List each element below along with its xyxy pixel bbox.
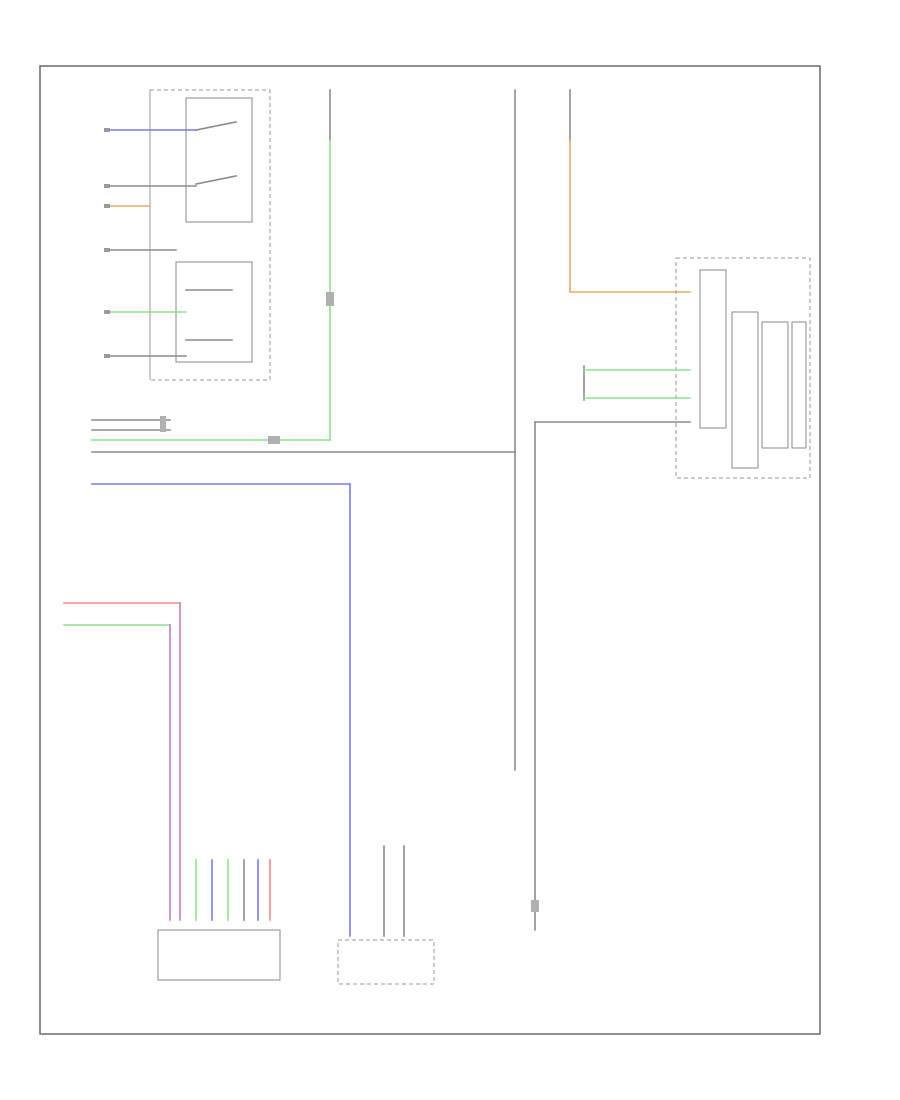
terminal-pin <box>104 184 110 188</box>
switch-contact-1 <box>195 121 237 131</box>
upper-relay-block <box>185 97 253 223</box>
terminal-pin <box>104 128 110 132</box>
control-module-inner-3 <box>761 321 789 449</box>
terminal-pin <box>104 310 110 314</box>
right-control-module <box>534 257 811 931</box>
switch-contact-2 <box>195 175 237 185</box>
control-module-inner-1 <box>699 269 727 429</box>
ground-connector <box>531 900 539 912</box>
control-module-outline <box>675 257 811 479</box>
lower-right-chain <box>514 451 539 912</box>
switch-assembly-outline <box>149 89 271 381</box>
inline-connector <box>326 292 334 306</box>
harness-connector-b <box>268 436 280 444</box>
terminal-pin <box>104 354 110 358</box>
bottom-middle-module <box>337 483 435 985</box>
harness-connector-a <box>160 416 166 432</box>
combination-switch-assembly <box>104 89 271 381</box>
terminal-pin <box>104 248 110 252</box>
control-module-inner-4 <box>791 321 807 449</box>
bottom-mid-module-box <box>337 939 435 985</box>
top-center-feed <box>326 89 334 441</box>
control-module-inner-2 <box>731 311 759 469</box>
terminal-pin <box>104 204 110 208</box>
lower-left-module <box>63 602 281 981</box>
bottom-left-module-box <box>157 929 281 981</box>
top-right-feeds <box>514 89 691 453</box>
lower-switch-block <box>175 261 253 363</box>
diagram-frame <box>39 65 821 1035</box>
harness-rows <box>91 416 516 485</box>
